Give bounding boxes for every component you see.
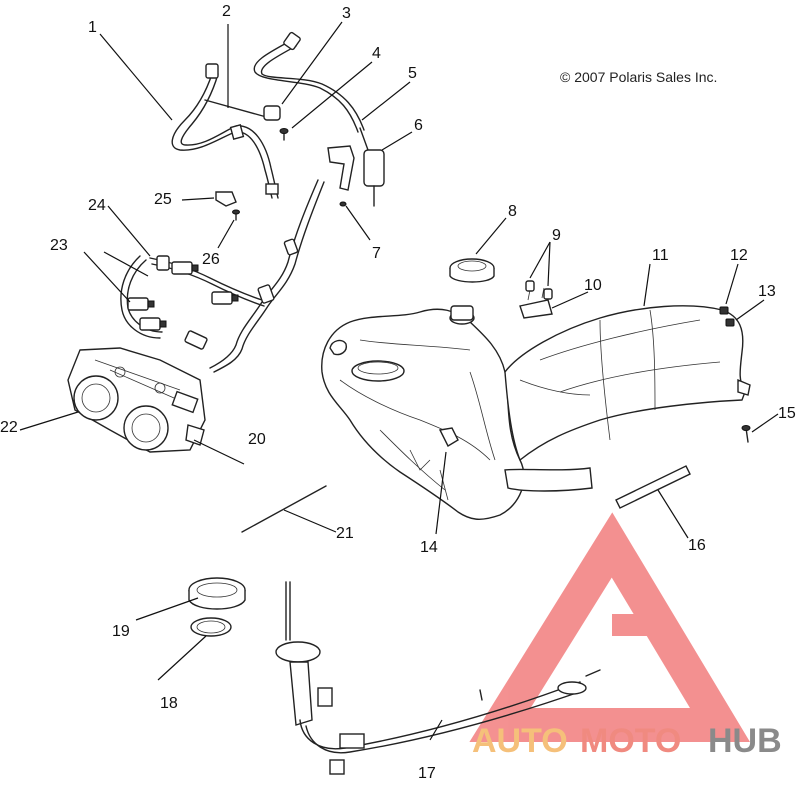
fuel-rail-hose	[120, 179, 325, 373]
fitting-9	[525, 280, 553, 300]
callout-1: 1	[88, 19, 97, 36]
watermark-text-auto: AUTO	[472, 722, 568, 760]
callout-16: 16	[688, 537, 706, 554]
leader-lines	[19, 21, 779, 741]
callout-2: 2	[222, 3, 231, 20]
vent-hose	[171, 63, 279, 199]
copyright-notice: © 2007 Polaris Sales Inc.	[560, 69, 717, 85]
tie-strap	[204, 99, 281, 121]
screw-15	[741, 425, 751, 443]
watermark-logo	[469, 512, 751, 742]
fuel-pump-module	[275, 581, 601, 775]
callout-8: 8	[508, 203, 517, 220]
callout-26: 26	[202, 251, 220, 268]
screw-4	[279, 128, 289, 141]
gasket	[190, 617, 232, 637]
callout-5: 5	[408, 65, 417, 82]
callout-17: 17	[418, 765, 436, 782]
rod-21	[241, 485, 327, 533]
callout-25: 25	[154, 191, 172, 208]
fuel-injector-d	[139, 317, 167, 331]
fuel-injector-c	[211, 291, 239, 305]
fuel-injector-b	[127, 297, 155, 311]
screw-26	[232, 209, 240, 221]
callout-10: 10	[584, 277, 602, 294]
callout-7: 7	[372, 245, 381, 262]
strip-16	[615, 465, 691, 509]
lock-ring	[188, 577, 246, 610]
fuel-tank	[321, 305, 593, 520]
callout-19: 19	[112, 623, 130, 640]
callout-4: 4	[372, 45, 381, 62]
callout-11: 11	[652, 247, 669, 264]
nut-12	[719, 306, 729, 315]
watermark-text-hub: HUB	[708, 722, 782, 760]
throttle-body	[67, 347, 206, 453]
fuel-injector-e	[184, 330, 208, 350]
fuel-injector-a	[171, 261, 199, 275]
callout-13: 13	[758, 283, 776, 300]
nut-13	[725, 318, 735, 327]
callout-3: 3	[342, 5, 351, 22]
callout-14: 14	[420, 539, 438, 556]
valve-10	[519, 287, 553, 319]
tank-cover	[504, 305, 751, 462]
fuel-cap	[449, 258, 495, 283]
callout-21: 21	[336, 525, 354, 542]
callout-22: 22	[0, 419, 18, 436]
fuel-filter	[327, 127, 385, 207]
watermark-wordmark: AUTO MOTO HUB	[472, 722, 782, 760]
callout-12: 12	[730, 247, 748, 264]
vent-hose-upper	[253, 31, 365, 133]
callout-24: 24	[88, 197, 106, 214]
callout-23: 23	[50, 237, 68, 254]
callout-18: 18	[160, 695, 178, 712]
watermark-text-moto: MOTO	[580, 722, 681, 760]
callouts: 1 2 3 4 5 6 7 8 9 10 11 12 13 14 15 16 1…	[0, 3, 796, 782]
callout-9: 9	[552, 227, 561, 244]
clamp-25	[215, 191, 237, 207]
callout-6: 6	[414, 117, 423, 134]
callout-20: 20	[248, 431, 266, 448]
callout-15: 15	[778, 405, 796, 422]
